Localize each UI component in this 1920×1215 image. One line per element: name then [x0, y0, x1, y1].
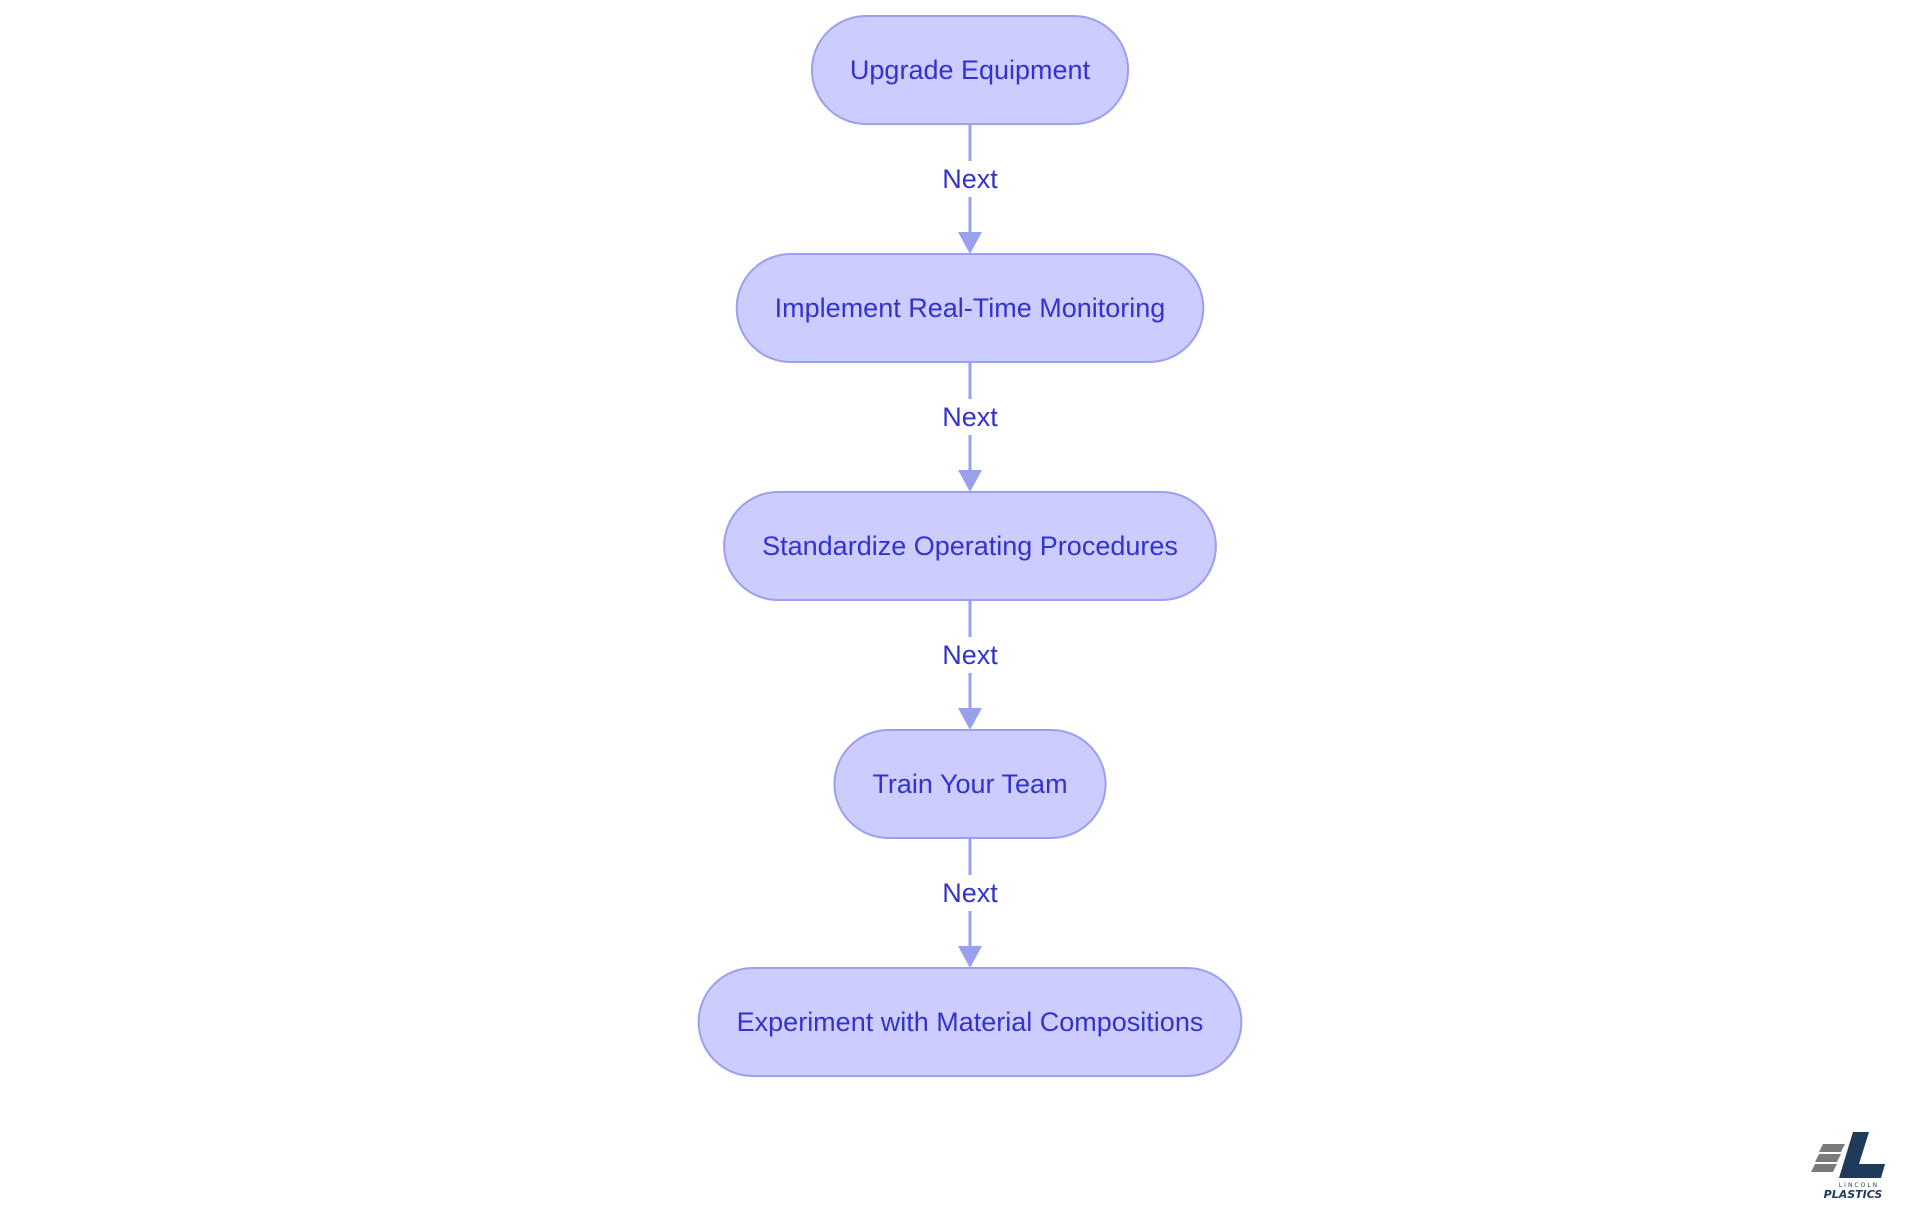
flow-node-box	[697, 967, 1243, 1077]
logo-bar-top	[1819, 1144, 1845, 1152]
flow-edge-label: Next	[942, 164, 998, 194]
flow-node: Experiment with Material Compositions	[697, 967, 1243, 1077]
logo-bar-bottom	[1811, 1164, 1837, 1172]
arrowhead-icon	[958, 470, 982, 492]
flow-node-label: Standardize Operating Procedures	[762, 531, 1178, 561]
flow-node-box	[810, 15, 1130, 125]
arrowhead-icon	[958, 708, 982, 730]
flow-node-label: Implement Real-Time Monitoring	[775, 293, 1166, 323]
flow-edge-label: Next	[942, 878, 998, 908]
flow-node-label: Train Your Team	[872, 769, 1067, 799]
flow-node: Implement Real-Time Monitoring	[735, 253, 1205, 363]
edge-label-background	[936, 161, 1004, 197]
flow-node-box	[723, 491, 1217, 601]
flow-node-label: Upgrade Equipment	[850, 55, 1091, 85]
flow-node-box	[735, 253, 1205, 363]
flow-node-box	[833, 729, 1107, 839]
logo-line1: LINCOLN	[1839, 1182, 1879, 1189]
logo-letter-l	[1839, 1132, 1885, 1178]
flow-node: Standardize Operating Procedures	[723, 491, 1217, 601]
edge-label-background	[936, 637, 1004, 673]
logo-line2: PLASTICS	[1824, 1188, 1883, 1201]
flow-edge-label: Next	[942, 402, 998, 432]
flow-edge: Next	[936, 124, 1004, 254]
arrowhead-icon	[958, 946, 982, 968]
flow-node: Train Your Team	[833, 729, 1107, 839]
flow-edge: Next	[936, 838, 1004, 968]
lincoln-plastics-logo: LINCOLN PLASTICS	[1811, 1132, 1885, 1201]
flow-edge: Next	[936, 362, 1004, 492]
logo-bar-middle	[1815, 1154, 1841, 1162]
arrowhead-icon	[958, 232, 982, 254]
flow-edge-label: Next	[942, 640, 998, 670]
edge-label-background	[936, 399, 1004, 435]
flow-node-label: Experiment with Material Compositions	[737, 1007, 1204, 1037]
flow-edge: Next	[936, 600, 1004, 730]
edge-label-background	[936, 875, 1004, 911]
flow-node: Upgrade Equipment	[810, 15, 1130, 125]
